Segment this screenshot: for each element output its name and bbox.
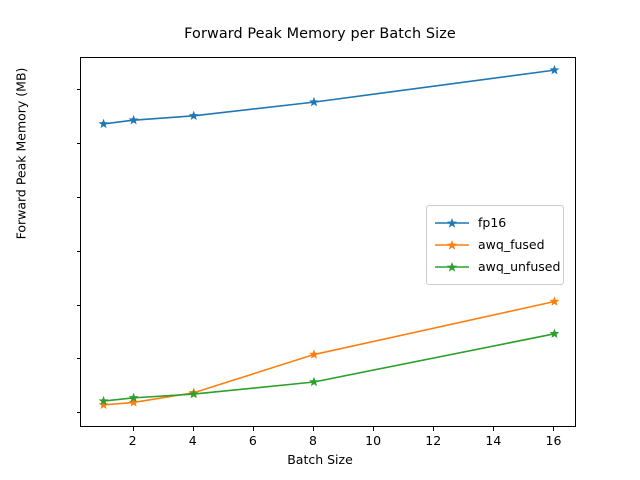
x-tick-label: 6 [248, 433, 257, 448]
data-point-marker [98, 118, 109, 129]
series-awq_fused [98, 296, 560, 410]
x-tick-label: 2 [128, 433, 137, 448]
x-axis-label: Batch Size [287, 452, 353, 467]
series-line-awq_fused [103, 300, 555, 406]
series-line-fp16 [103, 69, 555, 125]
data-point-marker [98, 395, 109, 406]
data-point-marker [549, 328, 560, 339]
series-awq_unfused [98, 328, 560, 406]
legend-item-awq-fused[interactable]: awq_fused [434, 234, 555, 256]
legend-label-awq-fused: awq_fused [478, 236, 545, 252]
legend-item-fp16[interactable]: fp16 [434, 212, 555, 234]
series-canvas [98, 64, 560, 410]
legend-line-swatch-awq-fused [434, 238, 470, 252]
chart-title: Forward Peak Memory per Batch Size [184, 26, 456, 42]
legend-label-awq-unfused: awq_unfused [478, 258, 561, 274]
x-tick-label: 16 [545, 433, 562, 448]
legend-line-swatch-fp16 [434, 216, 470, 230]
data-point-marker [309, 376, 319, 387]
y-axis-label: Forward Peak Memory (MB) [13, 67, 29, 240]
legend-line-swatch-awq-unfused [434, 260, 470, 274]
data-point-marker [128, 397, 139, 407]
series-fp16 [98, 64, 560, 129]
legend-label-fp16: fp16 [478, 214, 507, 230]
x-tick-label: 10 [365, 433, 382, 448]
data-point-marker [188, 110, 199, 121]
data-point-marker [309, 349, 319, 359]
chart-legend[interactable]: fp16 awq_fused awq_unfused [426, 205, 564, 285]
data-point-marker [549, 296, 560, 306]
data-point-marker [128, 392, 139, 403]
x-tick-label: 12 [425, 433, 442, 448]
data-point-marker [309, 96, 319, 107]
legend-item-awq-unfused[interactable]: awq_unfused [434, 256, 560, 278]
data-point-marker [549, 64, 560, 75]
data-point-marker [128, 114, 139, 125]
x-tick-label: 8 [308, 433, 317, 448]
x-tick-label: 14 [485, 433, 502, 448]
data-point-marker [98, 399, 109, 410]
data-point-marker [188, 388, 199, 399]
x-tick-label: 4 [188, 433, 197, 448]
series-line-awq_unfused [103, 333, 555, 402]
